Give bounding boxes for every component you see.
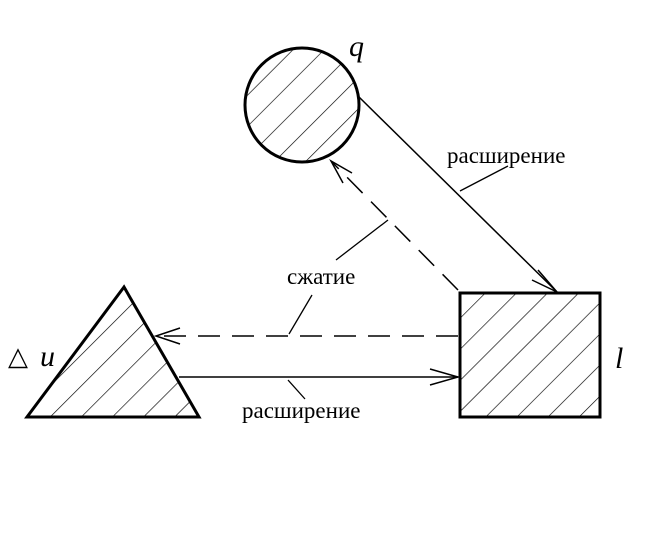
arrowhead-square-to-triangle xyxy=(153,327,181,345)
triangle-label-u: u xyxy=(40,340,55,373)
edge-label-circle-to-square: расширение xyxy=(447,143,565,168)
triangle-node-u xyxy=(24,284,202,419)
leader-compression-lower xyxy=(288,294,313,335)
arrowhead-triangle-to-square xyxy=(429,368,461,386)
circle-node-q xyxy=(243,46,361,164)
arrow-square-to-circle xyxy=(330,160,459,291)
leader-triangle-to-square xyxy=(287,379,306,400)
edge-label-compression: сжатие xyxy=(287,264,355,289)
edge-label-triangle-to-square: расширение xyxy=(242,398,360,423)
arrow-circle-to-square xyxy=(357,95,558,293)
circle-label-q: q xyxy=(349,30,364,63)
leader-circle-to-square xyxy=(459,165,509,192)
leader-compression-upper xyxy=(335,219,389,261)
triangle-symbol: △ xyxy=(8,342,28,371)
arrowhead-circle-to-square xyxy=(531,269,558,293)
arrowhead-square-to-circle xyxy=(329,159,353,184)
square-node-l xyxy=(458,291,602,419)
square-label-l: l xyxy=(615,342,623,375)
